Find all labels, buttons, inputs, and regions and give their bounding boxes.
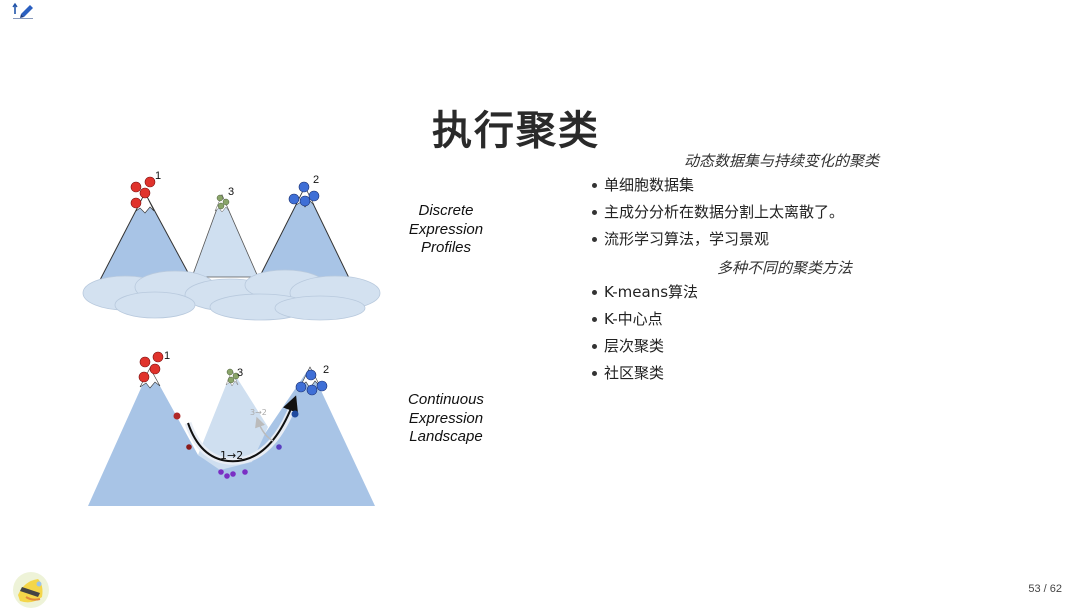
cluster-3-cells (216, 194, 230, 210)
page-number: 53 / 62 (1028, 583, 1062, 595)
landscape-peak-2-number: 2 (323, 364, 329, 376)
transition-cells (173, 410, 299, 479)
section-heading-dynamic: 动态数据集与持续变化的聚类 (684, 152, 880, 170)
peak-3-discrete (191, 193, 259, 278)
landscape-mountain (88, 367, 375, 506)
expression-landscape-figure: 1 3 2 (82, 170, 381, 506)
trajectory-arrow (187, 395, 298, 463)
list-item: 单细胞数据集 (590, 175, 844, 202)
section-heading-methods: 多种不同的聚类方法 (717, 259, 853, 277)
path-label-alt: 3→2 (250, 408, 267, 417)
list-item: 层次聚类 (590, 336, 698, 363)
bullet-list-dynamic: 单细胞数据集 主成分分析在数据分割上太离散了。 流形学习算法，学习景观 (590, 175, 844, 256)
landscape-peak-3-number: 3 (237, 367, 243, 379)
cluster-1-cells-landscape (138, 351, 164, 383)
path-label-main: 1→2 (220, 449, 243, 462)
list-item: K-means算法 (590, 282, 698, 309)
presenter-logo-icon (13, 572, 49, 608)
peak-1-number: 1 (155, 170, 161, 182)
bullet-list-methods: K-means算法 K-中心点 层次聚类 社区聚类 (590, 282, 698, 390)
alt-trajectory-arrow (255, 416, 274, 442)
pencil-logo-icon (12, 2, 33, 19)
list-item: K-中心点 (590, 309, 698, 336)
list-item: 流形学习算法，学习景观 (590, 229, 844, 256)
discrete-label: Discrete Expression Profiles (408, 202, 484, 256)
page-title: 执行聚类 (432, 108, 600, 154)
peak-2-number: 2 (313, 174, 319, 186)
middle-peak-light (198, 370, 268, 470)
landscape-peak-1-number: 1 (164, 350, 170, 362)
cluster-1-cells (130, 176, 156, 209)
peak-3-number: 3 (228, 186, 234, 198)
clouds (82, 269, 381, 321)
cluster-2-cells (288, 181, 320, 207)
continuous-landscape: 1 3 2 1→2 3→2 (88, 350, 375, 506)
discrete-peaks: 1 3 2 (82, 170, 381, 321)
list-item: 社区聚类 (590, 363, 698, 390)
cluster-2-cells-landscape (295, 369, 328, 396)
cluster-3-cells-landscape (226, 368, 240, 384)
list-item: 主成分分析在数据分割上太离散了。 (590, 202, 844, 229)
continuous-label: Continuous Expression Landscape (408, 391, 484, 445)
